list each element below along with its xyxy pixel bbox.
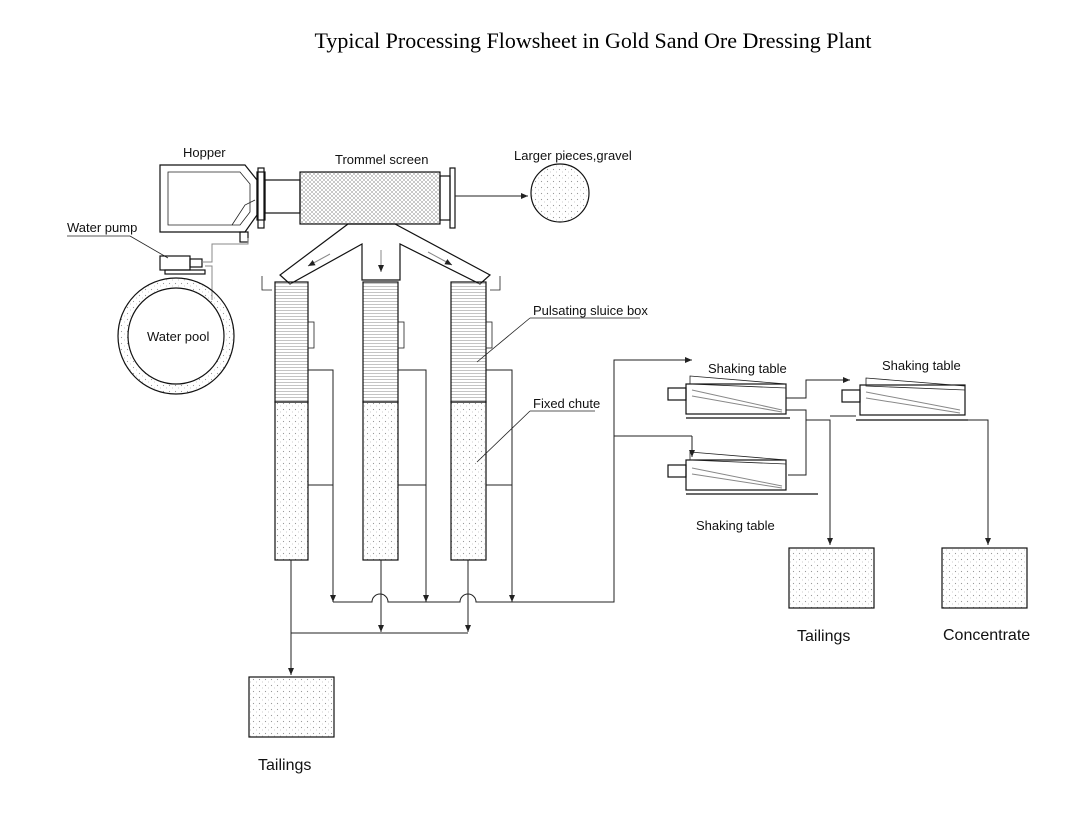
tailings-right-label: Tailings <box>797 628 850 645</box>
trommel-screen-label: Trommel screen <box>335 152 428 167</box>
fixed-chute-label: Fixed chute <box>533 396 600 411</box>
water-pump-label: Water pump <box>67 220 137 235</box>
distribution-launder <box>261 223 501 291</box>
sluice-concentrate-pipes <box>308 357 695 603</box>
concentrate-box <box>941 547 1028 609</box>
hopper-label: Hopper <box>183 145 226 160</box>
shaking-table-1 <box>667 375 790 419</box>
gravel-pile <box>530 163 590 223</box>
sluice-column-3 <box>450 281 493 561</box>
sluice-leader-diag <box>476 317 531 363</box>
shaking-table-2 <box>841 377 968 421</box>
tailings-left-box <box>248 676 335 738</box>
sluice-tailings-pipes <box>288 560 471 675</box>
chute-leader-diag <box>476 410 531 463</box>
pulsating-sluice-box-label: Pulsating sluice box <box>533 303 648 318</box>
diagram-title: Typical Processing Flowsheet in Gold San… <box>315 28 872 53</box>
water-pipe-upper <box>202 238 249 263</box>
shaking-table-pipes <box>786 377 991 545</box>
water-pump <box>159 255 206 275</box>
sluice-column-2 <box>362 281 405 561</box>
water-pump-leader-diag <box>129 235 169 259</box>
shaking-table-3 <box>667 451 818 495</box>
shaking-table-2-label: Shaking table <box>882 358 961 373</box>
tailings-right-box <box>788 547 875 609</box>
sluice-column-1 <box>274 281 315 561</box>
water-pool-label: Water pool <box>147 329 209 344</box>
hopper <box>159 164 266 243</box>
concentrate-label: Concentrate <box>943 627 1030 644</box>
larger-pieces-label: Larger pieces,gravel <box>514 148 632 163</box>
shaking-table-3-label: Shaking table <box>696 518 775 533</box>
tailings-left-label: Tailings <box>258 757 311 774</box>
trommel-screen <box>257 167 456 229</box>
water-pool <box>117 277 235 395</box>
water-pipe-lower <box>205 265 213 300</box>
shaking-table-1-label: Shaking table <box>708 361 787 376</box>
